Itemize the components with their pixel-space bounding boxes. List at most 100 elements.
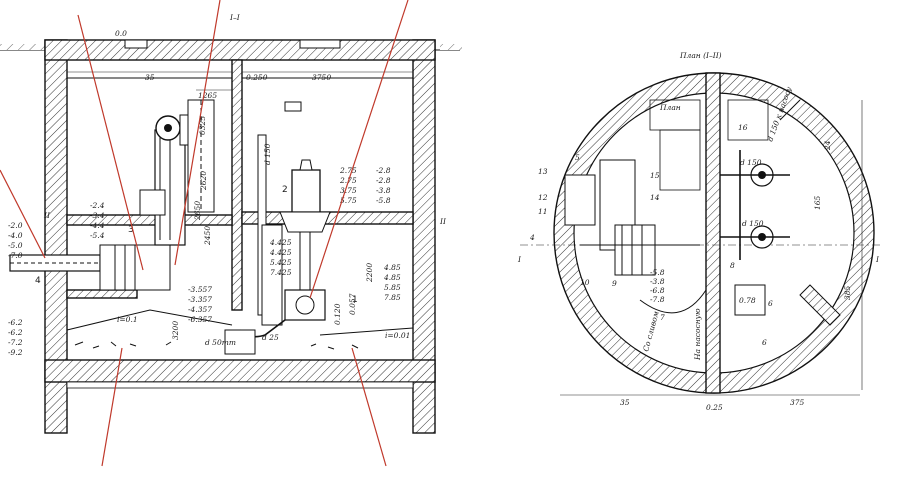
partition-wall (231, 59, 243, 311)
svg-text:-2.8: -2.8 (376, 166, 391, 175)
num-1: 1 (352, 295, 358, 305)
svg-text:-7.8: -7.8 (650, 295, 665, 304)
svg-text:7.425: 7.425 (270, 268, 292, 277)
hatch-opening-right (299, 39, 341, 49)
pump-coupling (279, 211, 331, 233)
levels-right-col2: -2.8 -2.8 -3.8 -5.8 (376, 166, 391, 205)
leader-5 (101, 347, 123, 467)
callout-4: 4 (529, 233, 535, 242)
shelf-bottom-left (66, 289, 138, 299)
svg-text:4.85: 4.85 (383, 273, 401, 282)
svg-text:-7.2: -7.2 (8, 338, 23, 347)
callout-15: 15 (650, 171, 660, 180)
callout-9: 9 (612, 279, 617, 288)
svg-text:-6.2: -6.2 (8, 318, 23, 327)
num-3: 3 (128, 225, 134, 235)
svg-text:-9.2: -9.2 (8, 348, 23, 357)
leader-3 (309, 0, 409, 299)
pipe-label-2: d 25 (262, 333, 279, 342)
dim-0325: 0325 (198, 116, 207, 135)
dim-0120: 0.120 (333, 303, 342, 325)
pipe-label: d 50mm (205, 338, 236, 347)
svg-text:-2.0: -2.0 (8, 221, 23, 230)
dim-1265: 1265 (198, 91, 217, 100)
sump-slope-right (319, 327, 414, 336)
svg-text:-4.0: -4.0 (8, 231, 23, 240)
plan-box-top (649, 99, 701, 131)
plan-tank (614, 224, 656, 276)
plan-label: План (659, 103, 681, 112)
plan-dim-6: 6 (768, 299, 773, 308)
plan-channel-curve (639, 289, 707, 314)
svg-text:-2.8: -2.8 (376, 176, 391, 185)
dim-2650: 2650 (193, 201, 202, 221)
dim-2200: 2200 (365, 263, 374, 283)
svg-text:4.85: 4.85 (383, 263, 401, 272)
plan-dim-375: 375 (790, 398, 805, 407)
mark-II-left: II (43, 211, 51, 220)
svg-text:5.75: 5.75 (340, 196, 357, 205)
callout-14: 14 (650, 193, 660, 202)
plan-dim-025: 0.25 (706, 403, 723, 412)
leader-6 (351, 347, 387, 467)
callout-5: 5 (575, 153, 580, 162)
pulley-hub (164, 124, 172, 132)
dim-0250: 0.250 (246, 73, 268, 82)
pump-shaft (299, 231, 311, 293)
svg-text:-6.2: -6.2 (8, 328, 23, 337)
plan-partition (705, 72, 721, 394)
callout-6: 6 (762, 338, 767, 347)
plan-title: План (I–II) (679, 51, 722, 60)
dim-3200: 3200 (171, 321, 180, 340)
plan-dim-8: 8 (730, 261, 735, 270)
plan-dim-078: 0.78 (739, 296, 756, 305)
pump-label: 2 (282, 185, 288, 195)
plan-dim-385: 385 (843, 285, 852, 300)
levels-mid: -3.557 -3.357 -4.357 -6.357 (188, 285, 212, 324)
dim-35: 35 (145, 73, 155, 82)
leader-2 (174, 0, 221, 266)
callout-12: 12 (538, 193, 548, 202)
svg-text:4.425: 4.425 (269, 248, 292, 257)
callout-13: 13 (538, 167, 548, 176)
svg-text:5.85: 5.85 (384, 283, 401, 292)
valve-block (224, 329, 256, 355)
plan-dim-d150-2: d 150 (742, 219, 764, 228)
slope-left: i=0.1 (117, 315, 138, 324)
svg-text:-5.4: -5.4 (90, 231, 105, 240)
callout-11: 11 (538, 207, 548, 216)
svg-text:-7.0: -7.0 (8, 251, 23, 260)
mark-II-right: II (439, 217, 447, 226)
levels-inner: -2.4 -3.4 -4.4 -5.4 (90, 201, 105, 240)
num-4: 4 (35, 276, 41, 286)
levels-pump: 4.425 4.425 5.425 7.425 (269, 238, 292, 277)
svg-text:7.85: 7.85 (384, 293, 401, 302)
callout-16: 16 (738, 123, 748, 132)
plan-levels: -5.8 -3.8 -6.8 -7.8 (650, 268, 665, 304)
elevation-top: 0.0 (115, 29, 127, 38)
ground-hatch-left (0, 44, 45, 50)
control-box (139, 189, 166, 216)
svg-text:-3.557: -3.557 (188, 285, 212, 294)
levels-right-low: 4.85 4.85 5.85 7.85 (383, 263, 401, 302)
plan-dim-35: 35 (620, 398, 630, 407)
levels-left-top: -2.0 -4.0 -5.0 -7.0 (8, 221, 23, 260)
section-mark: I–I (229, 13, 241, 22)
svg-text:-3.8: -3.8 (376, 186, 391, 195)
svg-text:-6.8: -6.8 (650, 286, 665, 295)
dim-0057: 0.057 (348, 293, 357, 315)
hatch-opening-left (124, 39, 148, 49)
plan-label-right-pipe: На насосную (693, 308, 702, 361)
plan-pipework (720, 150, 790, 260)
dim-2620: 2620 (199, 171, 208, 191)
callout-7: 7 (660, 313, 665, 322)
plan-mark-I-right: I (875, 255, 880, 264)
leader-1 (77, 14, 144, 271)
leader-4 (0, 169, 46, 259)
levels-left-bottom: -6.2 -6.2 -7.2 -9.2 (8, 318, 23, 357)
plan-mark-I-left: I (517, 255, 522, 264)
lamp-box (284, 101, 302, 112)
pump-motor (291, 169, 321, 213)
svg-text:-3.357: -3.357 (188, 295, 212, 304)
